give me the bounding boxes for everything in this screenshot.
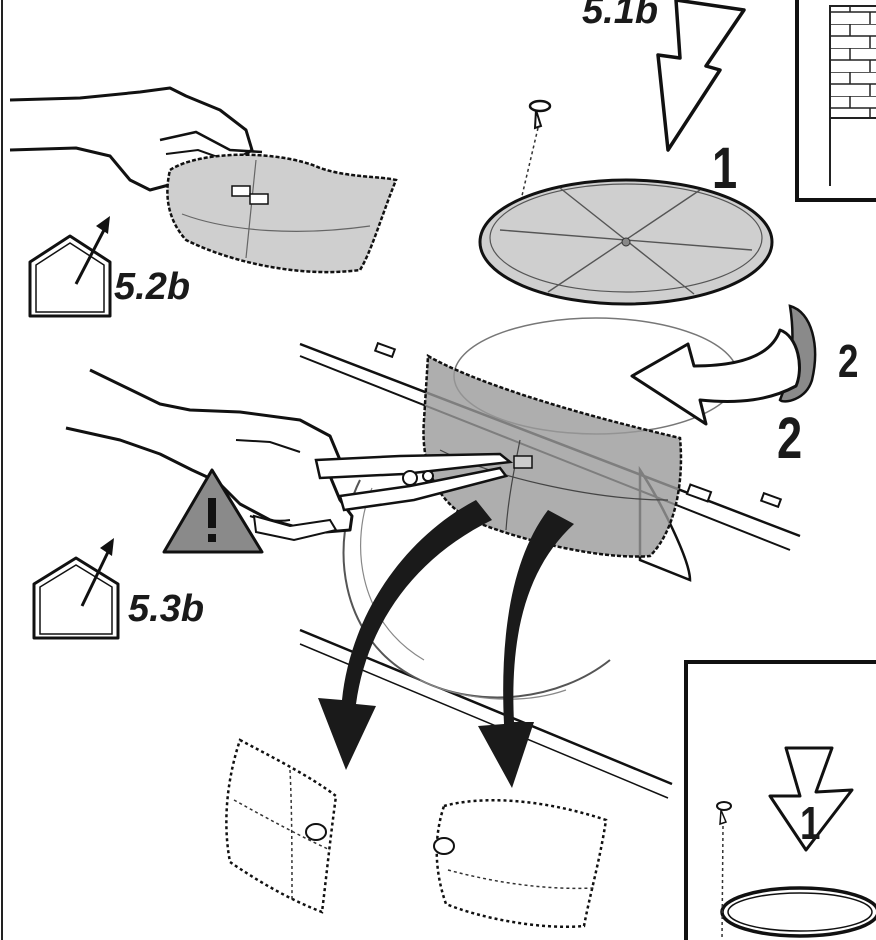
pliers-icon — [252, 452, 514, 542]
section-ref-5-2b: 5.2b — [114, 266, 191, 308]
down-arrow-icon — [768, 746, 854, 852]
removed-panel-left — [225, 738, 338, 914]
cut-panel — [422, 353, 683, 558]
warning-triangle-icon — [162, 468, 264, 554]
step-number-2: 2 — [838, 335, 859, 387]
grease-filter-panel — [166, 153, 398, 274]
section-ref-5-3b: 5.3b — [128, 588, 205, 630]
inset-wall-panel — [795, 0, 876, 202]
down-arrow-icon — [656, 0, 746, 152]
remove-arrow-icon — [318, 500, 574, 788]
filter-disk — [478, 178, 774, 306]
rotate-arrow-icon — [630, 304, 817, 426]
step-number-1: 1 — [712, 136, 738, 201]
removed-panel-right — [433, 798, 608, 928]
step-number-2-lower: 2 — [777, 406, 803, 471]
inset-step-number-1: 1 — [800, 797, 821, 849]
house-arrow-icon — [32, 538, 120, 640]
inset-detail-panel — [684, 660, 876, 940]
screw-icon — [716, 801, 732, 940]
motor-housing — [342, 465, 692, 700]
house-arrow-icon — [28, 216, 112, 318]
section-ref-5-1b: 5.1b — [582, 0, 659, 32]
